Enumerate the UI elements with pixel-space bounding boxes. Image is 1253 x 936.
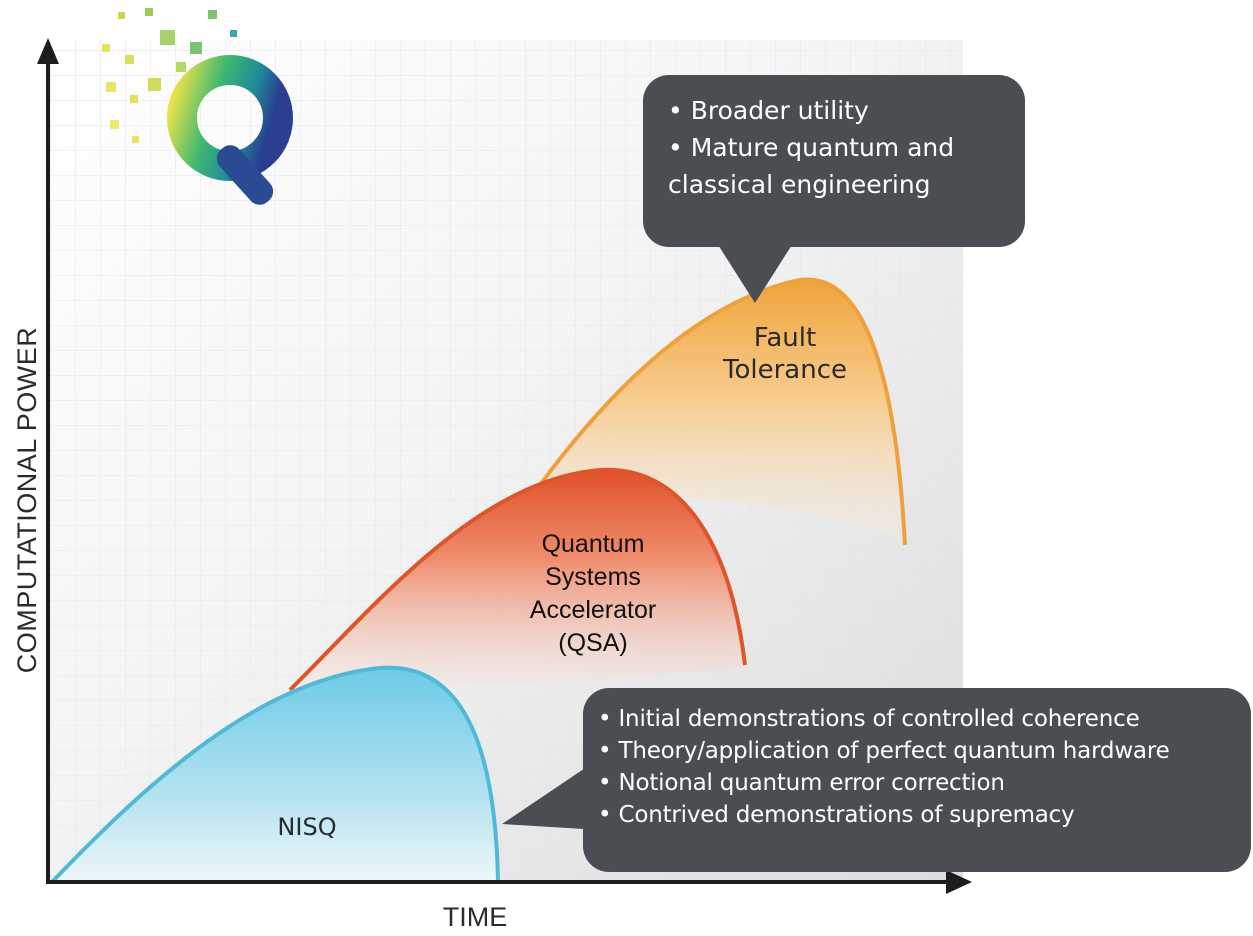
callout-top-line: • Broader utility [668, 96, 869, 125]
callout-bottom-line: • Initial demonstrations of controlled c… [598, 706, 1140, 732]
fault-tolerance-label-line: Fault [753, 323, 817, 353]
qsa-curve [290, 469, 745, 690]
callout-bottom-bubble [502, 688, 1251, 872]
q-logo [102, 8, 293, 205]
callout-bottom-line: • Theory/application of perfect quantum … [598, 738, 1170, 764]
callout-top-text: • Broader utility • Mature quantum and c… [668, 92, 1008, 203]
callout-top-line: • Mature quantum and [668, 133, 955, 162]
callout-bottom-line: • Notional quantum error correction [598, 770, 1005, 796]
nisq-curve [52, 667, 498, 882]
fault-tolerance-label-line: Tolerance [723, 355, 847, 385]
nisq-edge [50, 665, 500, 884]
qsa-edge [288, 467, 747, 692]
y-axis-arrow [37, 38, 59, 64]
fault-tolerance-label: Fault Tolerance [705, 322, 865, 386]
qsa-label: Quantum Systems Accelerator (QSA) [498, 528, 688, 660]
qsa-label-line: Quantum [541, 530, 645, 558]
callout-top-bubble [643, 75, 1025, 303]
callout-bottom-line: • Contrived demonstrations of supremacy [598, 802, 1075, 828]
callout-top-line: classical engineering [668, 170, 931, 199]
y-axis-label: COMPUTATIONAL POWER [12, 326, 42, 674]
nisq-label: NISQ [277, 813, 337, 841]
x-axis-arrow [946, 870, 972, 894]
fault-tolerance-edge [538, 277, 907, 546]
qsa-label-line: Systems [545, 563, 641, 591]
callout-bottom-text: • Initial demonstrations of controlled c… [598, 703, 1248, 831]
qsa-label-line: Accelerator [529, 596, 657, 624]
qsa-label-line: (QSA) [558, 629, 628, 657]
x-axis-label: TIME [442, 902, 508, 932]
